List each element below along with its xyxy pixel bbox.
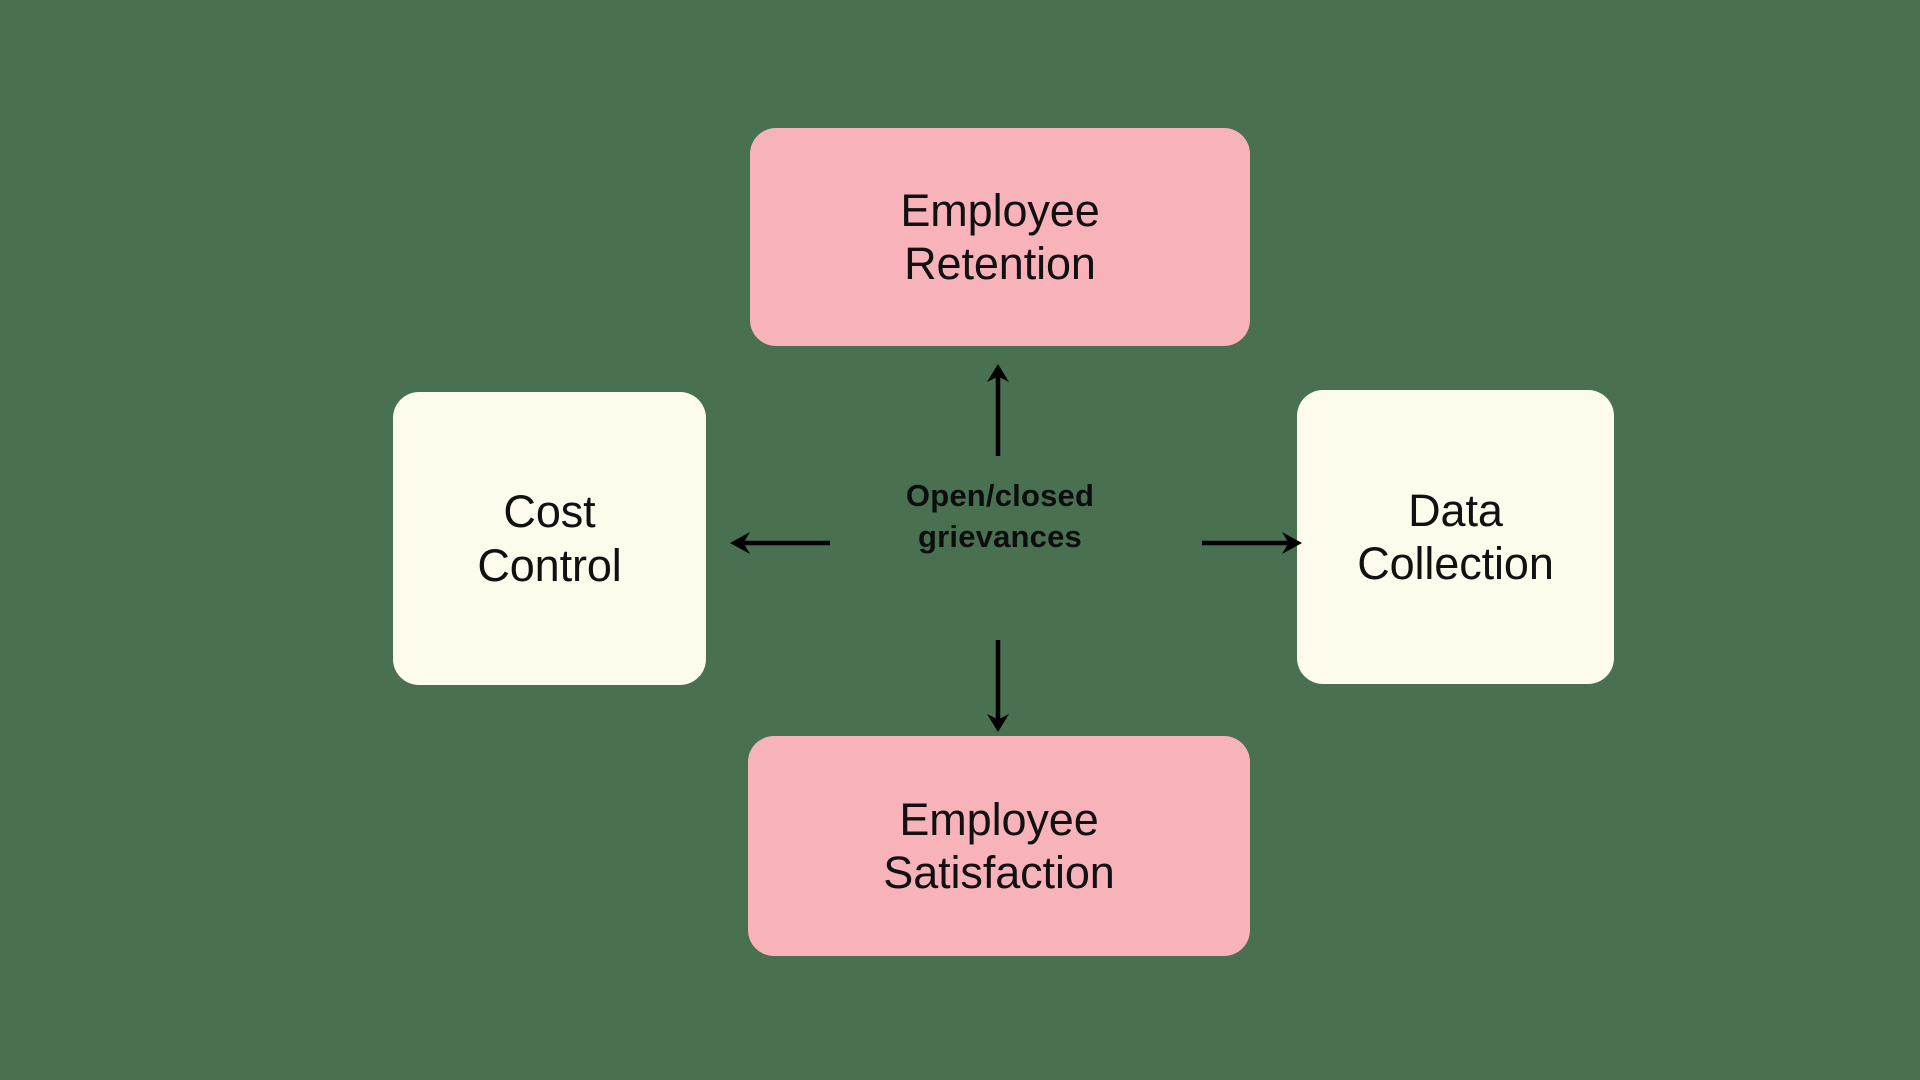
arrow-up-icon xyxy=(968,362,1028,458)
arrow-right-icon xyxy=(1200,523,1304,563)
hub-label-open-closed-grievances: Open/closed grievances xyxy=(905,478,1095,554)
node-employee-satisfaction[interactable]: Employee Satisfaction xyxy=(748,736,1250,956)
node-employee-retention[interactable]: Employee Retention xyxy=(750,128,1250,346)
node-data-collection-label: Data Collection xyxy=(1357,484,1554,589)
node-cost-control-label: Cost Control xyxy=(477,486,622,591)
arrow-down-icon xyxy=(968,638,1028,734)
node-data-collection[interactable]: Data Collection xyxy=(1297,390,1614,684)
arrow-left-icon xyxy=(728,523,832,563)
node-cost-control[interactable]: Cost Control xyxy=(393,392,706,685)
node-employee-retention-label: Employee Retention xyxy=(900,184,1100,289)
node-employee-satisfaction-label: Employee Satisfaction xyxy=(883,793,1115,898)
